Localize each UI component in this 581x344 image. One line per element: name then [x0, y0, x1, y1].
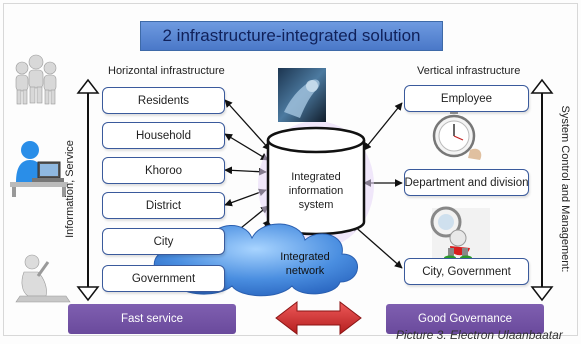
thinking-person-icon	[15, 254, 71, 303]
integrated-network-label: Integrated network	[270, 250, 340, 278]
box-city-government: City, Government	[404, 258, 529, 285]
box-khoroo: Khoroo	[102, 157, 225, 184]
red-double-arrow	[275, 300, 362, 336]
system-label-line-2: information	[288, 185, 344, 197]
system-label-line-1: Integrated	[291, 171, 341, 183]
box-district: District	[102, 192, 225, 219]
box-residents: Residents	[102, 87, 225, 114]
people-group-icon	[15, 54, 57, 105]
box-city: City	[102, 228, 225, 255]
stopwatch-icon	[432, 108, 482, 160]
integrated-information-system-cylinder	[258, 121, 374, 249]
network-label-line-1: Integrated	[280, 251, 330, 263]
system-label-line-3: system	[298, 199, 334, 211]
box-department-and-division: Department and division	[404, 169, 529, 196]
good-governance-bar: Good Governance	[386, 304, 544, 334]
integrated-information-system-label: Integrated information system	[268, 170, 364, 212]
right-side-label: System Control and Management:	[559, 105, 571, 273]
title-banner: 2 infrastructure-integrated solution	[140, 21, 443, 51]
hand-handshake-photo	[278, 68, 326, 122]
left-vertical-double-arrow	[76, 78, 100, 302]
network-label-line-2: network	[285, 265, 325, 277]
magnifier-inspector-icon	[430, 206, 490, 261]
figure-caption: Picture 3. Electron Ulaanbaatar	[396, 328, 563, 342]
box-government: Government	[102, 265, 225, 292]
vertical-heading: Vertical infrastructure	[417, 65, 521, 77]
box-employee: Employee	[404, 85, 529, 112]
left-side-label: Information, Service	[64, 140, 76, 238]
horizontal-heading: Horizontal infrastructure	[108, 65, 225, 77]
fast-service-bar: Fast service	[68, 304, 236, 334]
box-household: Household	[102, 122, 225, 149]
computer-user-icon	[10, 141, 68, 197]
diagram-frame	[3, 3, 578, 336]
right-vertical-double-arrow	[530, 78, 554, 302]
